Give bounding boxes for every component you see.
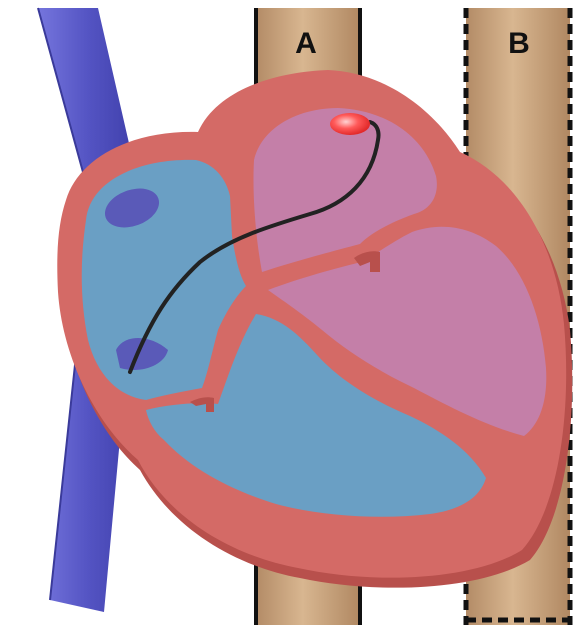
tube-a-label: A (295, 27, 317, 60)
sinoatrial-node (330, 113, 370, 135)
tube-b-label: B (508, 27, 530, 60)
